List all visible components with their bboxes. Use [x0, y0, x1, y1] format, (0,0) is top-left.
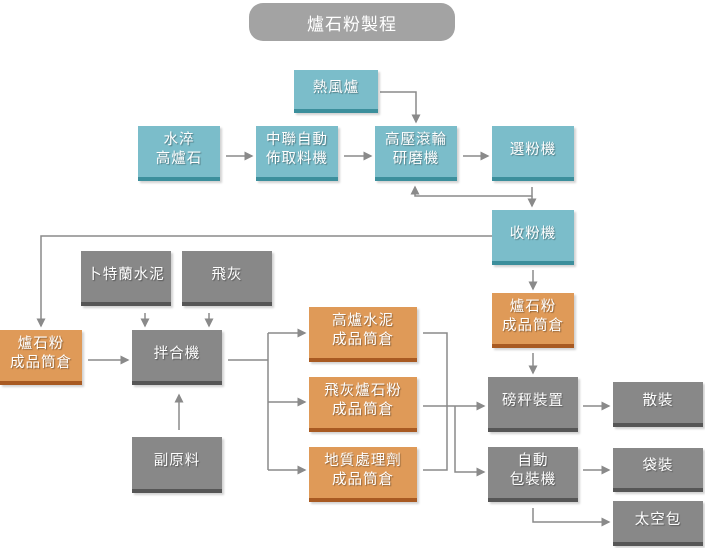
node-separator: 選粉機 [492, 126, 574, 181]
arrow-packer-to-jumbo [532, 508, 611, 527]
line-bfc-silo-out [423, 332, 448, 471]
node-water-quenched-slag: 水淬 高爐石 [138, 126, 220, 181]
node-slag-powder-silo-right: 爐石粉 成品筒倉 [492, 293, 574, 348]
node-mixer: 拌合機 [132, 330, 222, 385]
node-additives: 副原料 [132, 437, 222, 493]
node-bagged: 袋裝 [613, 448, 703, 492]
node-fly-ash-slag-silo: 飛灰爐石粉 成品筒倉 [309, 377, 417, 432]
arrow-hot-air-to-mill [380, 91, 421, 124]
node-jumbo-bag: 太空包 [613, 501, 703, 546]
node-auto-packer: 自動 包裝機 [488, 447, 578, 502]
node-hot-air-furnace: 熱風爐 [294, 70, 378, 113]
node-blast-furnace-cement-silo: 高爐水泥 成品筒倉 [309, 307, 417, 362]
arrow-separator-return [410, 185, 533, 197]
node-powder-collector: 收粉機 [492, 210, 574, 265]
node-bulk: 散裝 [613, 382, 703, 427]
arrow-collector-to-left-silo [36, 235, 492, 328]
node-fly-ash: 飛灰 [182, 251, 272, 306]
diagram-title: 爐石粉製程 [249, 3, 455, 41]
node-portland-cement: 卜特蘭水泥 [81, 251, 171, 306]
node-roller-mill: 高壓滾輪 研磨機 [375, 126, 457, 181]
node-slag-powder-silo-left: 爐石粉 成品筒倉 [0, 330, 82, 385]
node-weighing-device: 磅秤裝置 [488, 377, 578, 432]
arrow-to-packer [454, 406, 486, 477]
node-soil-treatment-silo: 地質處理劑 成品筒倉 [309, 447, 417, 502]
node-auto-reclaimer: 中聯自動 佈取料機 [256, 126, 338, 181]
